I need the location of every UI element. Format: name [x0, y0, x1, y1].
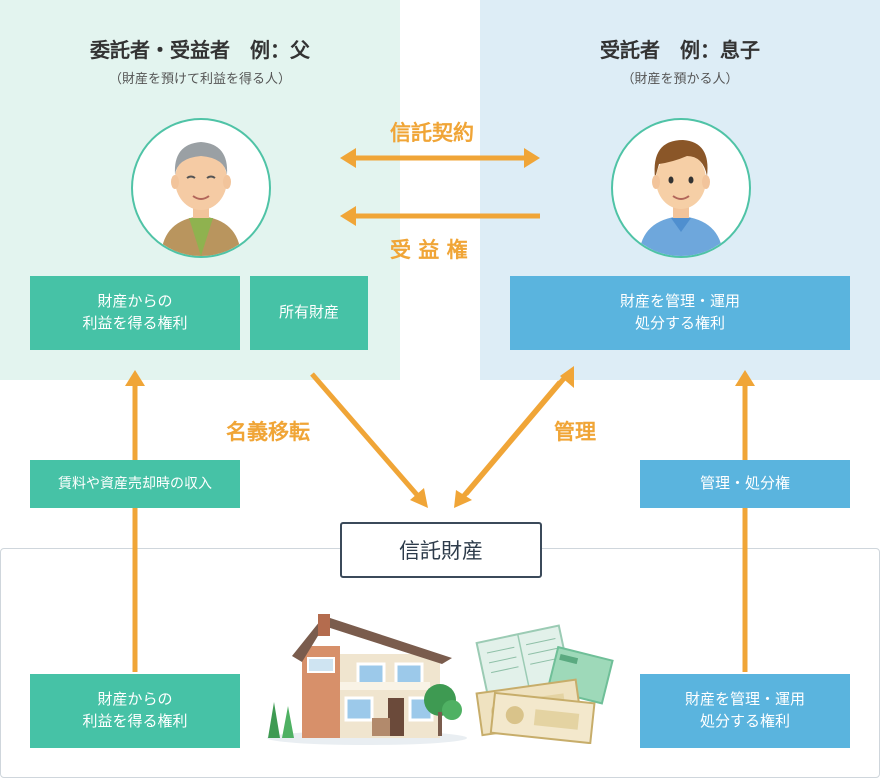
trustee-manage-right-box: 財産を管理・運用 処分する権利	[510, 276, 850, 350]
bankbook-money-icon	[475, 624, 614, 744]
father-avatar-icon	[131, 118, 271, 258]
title-transfer-label: 名義移転	[226, 420, 310, 444]
son-avatar-icon	[611, 118, 751, 258]
trust-contract-label: 信託契約	[390, 121, 474, 145]
manage-dispose-box: 管理・処分権	[640, 460, 850, 508]
trust-manage-right-box: 財産を管理・運用 処分する権利	[640, 674, 850, 748]
trust-profit-right-box: 財産からの 利益を得る権利	[30, 674, 240, 748]
settlor-title: 委託者・受益者 例：父	[90, 38, 310, 62]
beneficiary-right-label: 受 益 権	[390, 238, 468, 262]
settlor-subtitle: （財産を預けて利益を得る人）	[108, 72, 291, 87]
house-icon	[267, 614, 467, 745]
income-box: 賃料や資産売却時の収入	[30, 460, 240, 508]
settlor-ownership-box: 所有財産	[250, 276, 368, 350]
trust-property-label: 信託財産	[340, 522, 542, 578]
management-arrow-down	[460, 380, 562, 500]
management-label: 管理	[554, 420, 596, 444]
trustee-title: 受託者 例：息子	[600, 38, 760, 62]
settlor-profit-right-box: 財産からの 利益を得る権利	[30, 276, 240, 350]
title-transfer-arrow	[310, 372, 420, 498]
trustee-subtitle: （財産を預かる人）	[621, 72, 739, 87]
